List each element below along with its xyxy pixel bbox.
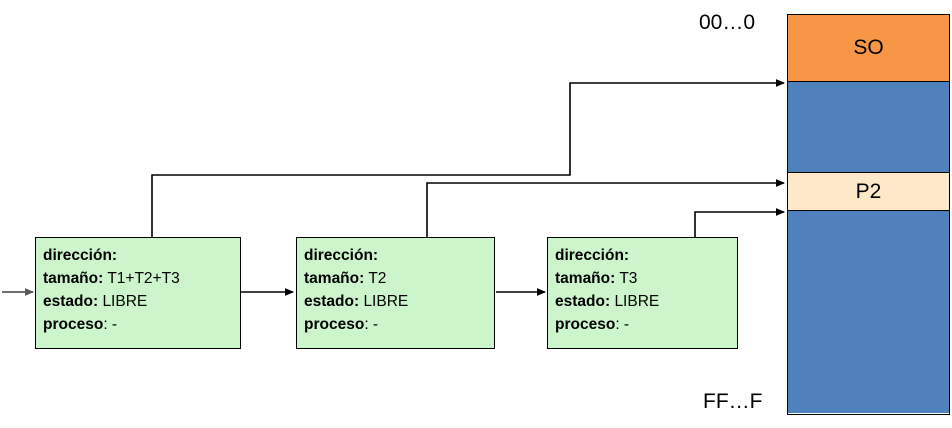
node2-field-proceso: proceso: - <box>304 313 494 336</box>
memory-segment-p2[interactable]: P2 <box>788 173 949 211</box>
node2-proceso-value: : - <box>364 316 379 333</box>
node3-estado-value: LIBRE <box>614 293 660 310</box>
node3-field-direccion: dirección: <box>555 244 737 267</box>
node2-direccion-key: dirección: <box>304 247 379 264</box>
node1-direccion-key: dirección: <box>43 247 118 264</box>
node3-field-tamano: tamaño: T3 <box>555 267 737 290</box>
node2-estado-key: estado: <box>304 293 360 310</box>
node2-tamano-value: T2 <box>368 270 387 287</box>
node3-tamano-value: T3 <box>619 270 638 287</box>
node1-proceso-value: : - <box>103 316 118 333</box>
node1-estado-value: LIBRE <box>102 293 148 310</box>
memory-segment-free-1[interactable] <box>788 82 949 173</box>
node2-estado-value: LIBRE <box>363 293 409 310</box>
hole-descriptor-node-1[interactable]: dirección: tamaño: T1+T2+T3 estado: LIBR… <box>35 237 241 349</box>
link-node1-to-memory <box>151 79 785 247</box>
memory-segment-so[interactable]: SO <box>788 15 949 82</box>
node3-proceso-value: : - <box>615 316 630 333</box>
memory-segment-free-2[interactable] <box>788 211 949 413</box>
node2-tamano-key: tamaño: <box>304 270 365 287</box>
node3-direccion-key: dirección: <box>555 247 630 264</box>
node3-proceso-key: proceso <box>555 316 616 333</box>
node1-estado-key: estado: <box>43 293 99 310</box>
node2-field-direccion: dirección: <box>304 244 494 267</box>
node1-tamano-value: T1+T2+T3 <box>107 270 180 287</box>
node3-tamano-key: tamaño: <box>555 270 616 287</box>
node2-proceso-key: proceso <box>304 316 365 333</box>
node1-proceso-key: proceso <box>43 316 104 333</box>
node1-field-proceso: proceso: - <box>43 313 240 336</box>
node2-field-estado: estado: LIBRE <box>304 290 494 313</box>
node1-field-tamano: tamaño: T1+T2+T3 <box>43 267 240 290</box>
memory-bottom-address-label: FF…F <box>703 390 763 413</box>
hole-descriptor-node-3[interactable]: dirección: tamaño: T3 estado: LIBRE proc… <box>547 237 738 349</box>
memory-top-address-label: 00…0 <box>699 11 756 34</box>
node1-field-estado: estado: LIBRE <box>43 290 240 313</box>
memory-map-bar: SO P2 <box>787 14 950 415</box>
node1-tamano-key: tamaño: <box>43 270 104 287</box>
hole-descriptor-node-2[interactable]: dirección: tamaño: T2 estado: LIBRE proc… <box>296 237 495 349</box>
node3-field-proceso: proceso: - <box>555 313 737 336</box>
node2-field-tamano: tamaño: T2 <box>304 267 494 290</box>
node3-estado-key: estado: <box>555 293 611 310</box>
node3-field-estado: estado: LIBRE <box>555 290 737 313</box>
node1-field-direccion: dirección: <box>43 244 240 267</box>
link-node2-to-memory <box>426 179 785 259</box>
